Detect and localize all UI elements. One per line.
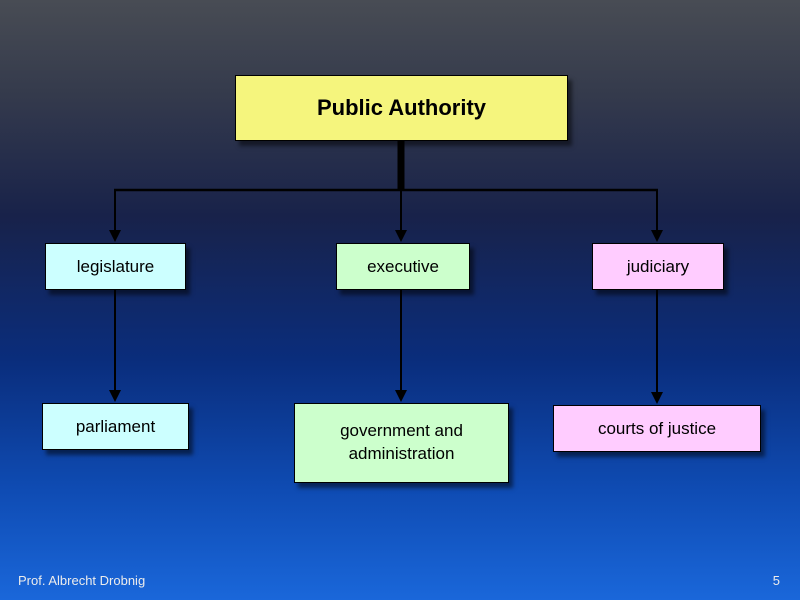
node-judiciary: judiciary <box>592 243 724 290</box>
connector-root-to-judiciary <box>651 189 663 242</box>
node-government-and-administration: government and administration <box>294 403 509 483</box>
footer-author: Prof. Albrecht Drobnig <box>18 573 146 588</box>
node-parliament: parliament <box>42 403 189 450</box>
connector-legislature-to-parliament <box>109 288 121 402</box>
connector-root-to-legislature <box>109 189 121 242</box>
footer-page-number: 5 <box>772 573 780 588</box>
node-executive: executive <box>336 243 470 290</box>
connector-root-trunk <box>114 139 658 192</box>
connector-executive-to-government <box>395 288 407 402</box>
node-public-authority: Public Authority <box>235 75 568 141</box>
connector-judiciary-to-courts <box>651 288 663 404</box>
node-legislature: legislature <box>45 243 186 290</box>
connector-root-to-executive <box>395 191 407 242</box>
node-courts-of-justice: courts of justice <box>553 405 761 452</box>
